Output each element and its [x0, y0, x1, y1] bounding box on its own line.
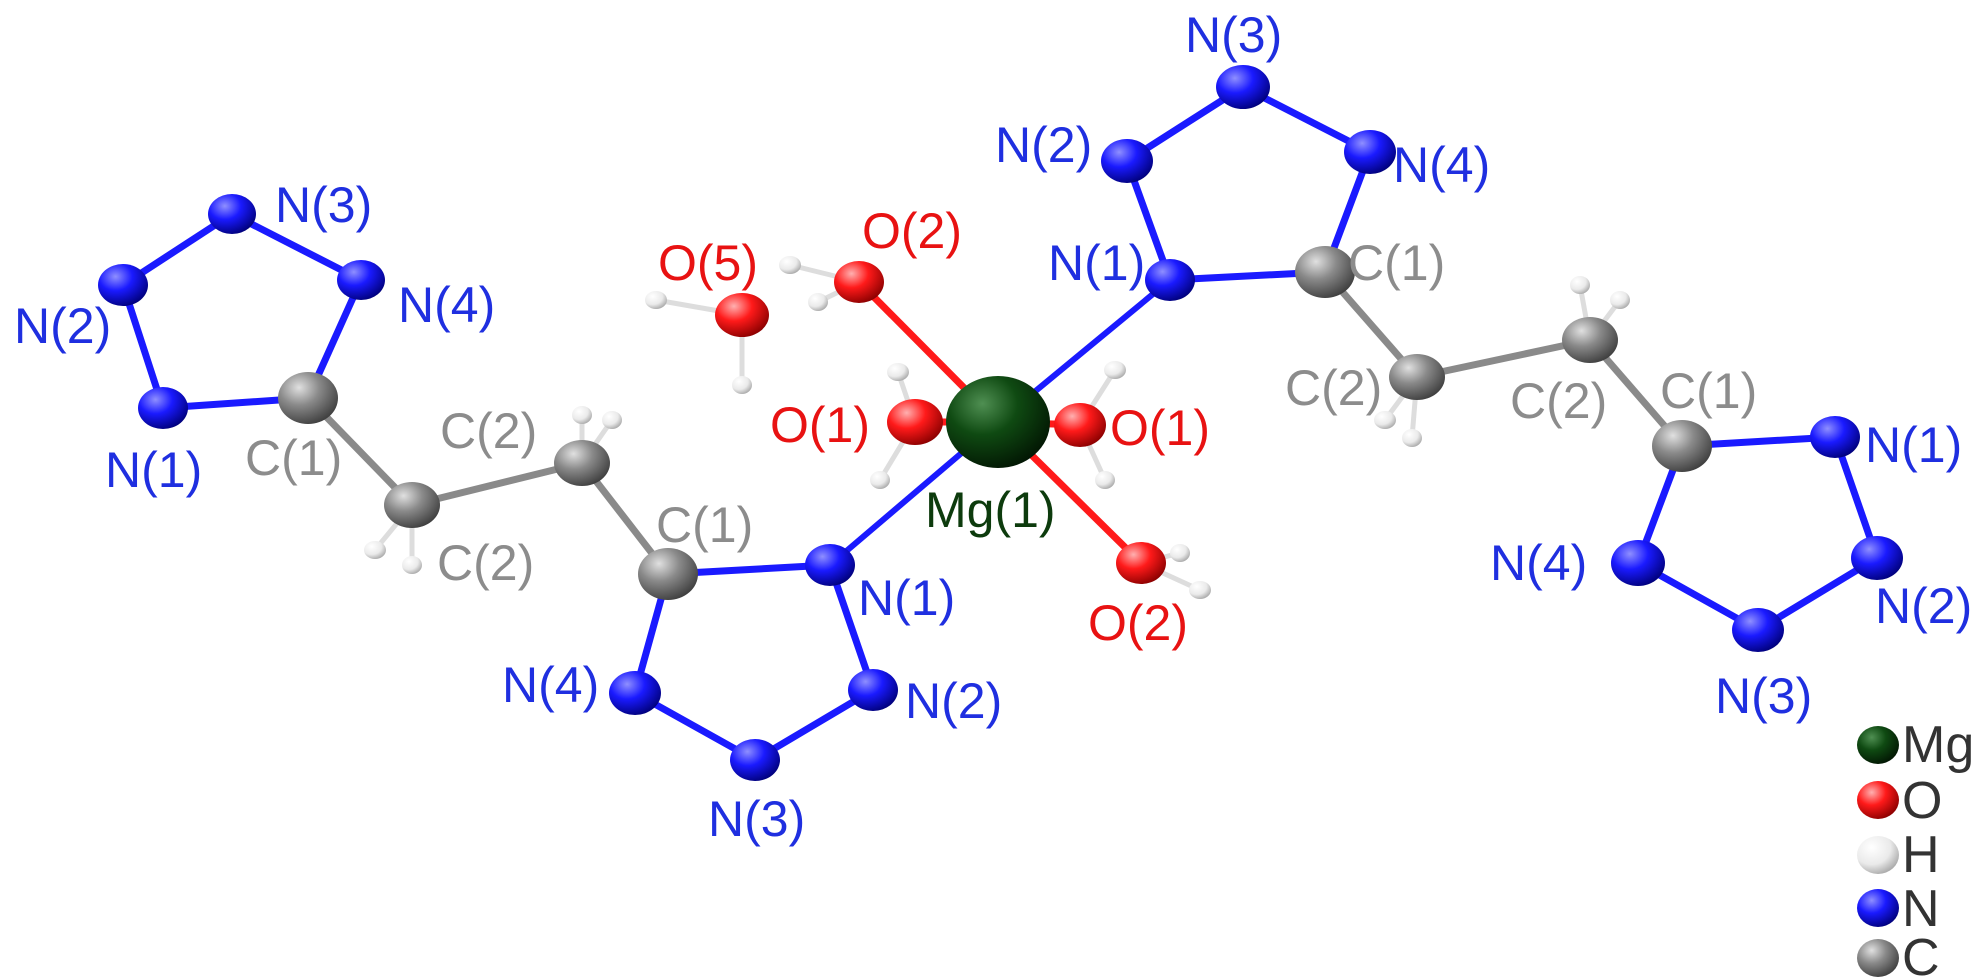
hydrogen-atom — [1189, 581, 1211, 599]
legend-swatch-n — [1857, 889, 1899, 927]
oxygen-atom — [1054, 403, 1106, 447]
nitrogen-atom — [1216, 65, 1270, 109]
atom-label: C(1) — [245, 430, 342, 486]
atom-label: N(2) — [14, 298, 111, 354]
atom-label: O(1) — [1110, 400, 1210, 456]
nitrogen-atom — [208, 194, 256, 234]
oxygen-atom — [834, 261, 884, 303]
atom-label: N(4) — [502, 657, 599, 713]
nitrogen-atom — [98, 264, 148, 306]
atom-label: N(4) — [1393, 137, 1490, 193]
oxygen-atom — [1116, 542, 1166, 584]
hydrogen-atom — [1170, 544, 1190, 562]
nitrogen-atom — [848, 669, 898, 711]
hydrogen-atom — [779, 256, 801, 274]
legend-label: H — [1902, 826, 1940, 884]
bond — [826, 563, 877, 692]
legend-label: N — [1902, 880, 1940, 938]
hydrogen-atom — [732, 376, 752, 394]
atom-label: O(2) — [1088, 595, 1188, 651]
oxygen-atom — [715, 293, 769, 337]
hydrogen-atom — [602, 411, 622, 429]
hydrogen-atom — [1374, 411, 1396, 429]
legend-label: C — [1902, 929, 1940, 980]
atom-labels: N(3) N(2) N(4) N(1) C(1) C(2) C(2) C(1) … — [14, 7, 1972, 847]
atom-label: N(1) — [1865, 417, 1962, 473]
atom-label: N(1) — [105, 442, 202, 498]
hydrogen-atom — [364, 541, 386, 559]
atom-label: C(2) — [1285, 360, 1382, 416]
carbon-atom — [638, 548, 698, 600]
atom-label: C(1) — [656, 497, 753, 553]
atom-label: N(1) — [1048, 235, 1145, 291]
nitrogen-atom — [337, 260, 385, 300]
atom-label: O(5) — [658, 235, 758, 291]
atom-label: N(3) — [1715, 668, 1812, 724]
bond — [230, 210, 363, 284]
carbon-atom — [1562, 317, 1618, 363]
atom-label: N(3) — [708, 791, 805, 847]
legend-swatch-mg — [1857, 726, 1899, 764]
atom-label: N(3) — [1185, 7, 1282, 63]
atom-label: C(2) — [1510, 373, 1607, 429]
carbon-atom — [278, 372, 338, 424]
nitrogen-atom — [1611, 540, 1665, 586]
bond — [411, 459, 583, 509]
atom-label: Mg(1) — [925, 482, 1056, 538]
legend-label: O — [1902, 772, 1942, 830]
nitrogen-atom — [609, 671, 661, 715]
hydrogen-atoms — [364, 256, 1630, 599]
legend-swatch-o — [1857, 781, 1899, 819]
nitrogen-atom — [1101, 139, 1153, 183]
atom-label: N(2) — [995, 117, 1092, 173]
nitrogen-atom — [1810, 416, 1860, 458]
atom-label: O(1) — [770, 397, 870, 453]
bond — [119, 283, 167, 410]
hydrogen-atom — [1104, 361, 1126, 379]
atom-label: N(4) — [1490, 535, 1587, 591]
atom-label: N(2) — [905, 673, 1002, 729]
atom-label: C(1) — [1348, 235, 1445, 291]
magnesium-atom — [946, 376, 1050, 468]
atom-label: C(1) — [1660, 363, 1757, 419]
nitrogen-atom — [1732, 608, 1784, 652]
carbon-atom — [554, 440, 610, 486]
nitrogen-atom — [1145, 259, 1195, 301]
element-legend: Mg O H N C — [1857, 716, 1974, 980]
carbon-atom — [1295, 246, 1355, 298]
bond — [1416, 336, 1591, 381]
hydrogen-atom — [1402, 429, 1422, 447]
legend-label: Mg — [1902, 716, 1974, 774]
nitrogen-atom — [805, 544, 855, 586]
hydrogen-atom — [808, 293, 828, 311]
nitrogen-atom — [1344, 130, 1396, 174]
atom-label: N(3) — [275, 177, 372, 233]
atom-label: C(2) — [437, 535, 534, 591]
hydrogen-atom — [1570, 276, 1590, 294]
atoms — [98, 65, 1903, 781]
nitrogen-atom — [138, 387, 188, 429]
hydrogen-atom — [572, 406, 592, 424]
atom-label: N(2) — [1875, 578, 1972, 634]
atom-label: N(1) — [858, 570, 955, 626]
carbon-atom — [384, 482, 440, 528]
atom-label: N(4) — [398, 277, 495, 333]
hydrogen-atom — [645, 291, 667, 309]
nitrogen-atom — [1851, 536, 1903, 580]
nitrogen-atom — [730, 739, 780, 781]
carbon-atom — [1652, 420, 1712, 472]
oxygen-atom — [887, 399, 943, 445]
legend-swatch-h — [1857, 836, 1899, 874]
legend-swatch-c — [1857, 939, 1899, 977]
atom-label: C(2) — [440, 403, 537, 459]
hydrogen-atom — [1095, 471, 1115, 489]
hydrogen-atom — [1610, 291, 1630, 309]
hydrogen-atom — [870, 471, 890, 489]
hydrogen-atom — [402, 556, 422, 574]
hydrogen-atom — [887, 363, 909, 381]
carbon-atom — [1389, 354, 1445, 400]
atom-label: O(2) — [862, 203, 962, 259]
